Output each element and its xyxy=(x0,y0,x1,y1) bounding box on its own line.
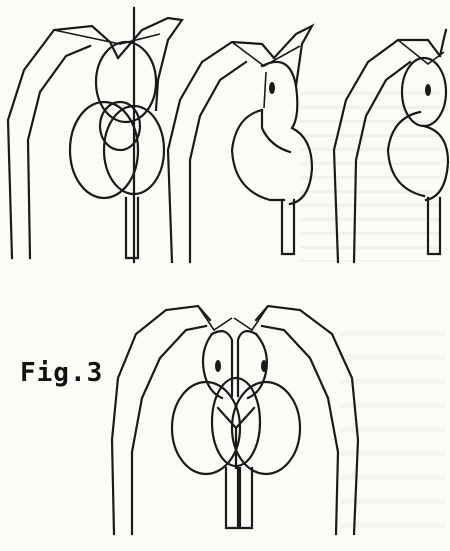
final-right-tooth xyxy=(240,468,252,528)
panel-2-eye-line xyxy=(264,72,266,108)
panel-2-cheek xyxy=(232,110,284,200)
panel-2-left-ear xyxy=(168,42,274,262)
panel-1-inner-ear xyxy=(28,46,90,258)
panel-2-inner-ear xyxy=(190,62,246,262)
final-right-cheek xyxy=(232,382,300,474)
final-left-ear-inner xyxy=(132,326,206,534)
final-left-ear-outer xyxy=(112,306,210,534)
panel-3-eye xyxy=(425,84,431,96)
panel-2-ear-crossline xyxy=(232,42,300,66)
panel-2-tooth xyxy=(282,200,294,254)
final-left-eye xyxy=(215,360,221,372)
panel-3-cheek-right xyxy=(424,126,448,200)
final-right-ear-outer xyxy=(256,306,358,534)
final-left-tooth xyxy=(226,468,238,528)
panel-3-refined xyxy=(334,30,448,262)
final-right-eye xyxy=(261,360,267,372)
panel-2-half-face xyxy=(168,26,312,262)
panel-1-construction xyxy=(8,8,182,262)
panel-2-head-outline xyxy=(262,62,312,204)
panel-1-tooth xyxy=(126,198,138,258)
panel-2-eye xyxy=(269,82,275,94)
panel-1-right-ear xyxy=(118,18,182,110)
final-left-cheek xyxy=(172,382,240,474)
panel-2-mouth-line xyxy=(262,110,290,152)
panel-1-ear-crossline xyxy=(54,30,160,44)
panel-3-tooth xyxy=(428,198,440,254)
final-rabbit-face xyxy=(112,306,358,534)
